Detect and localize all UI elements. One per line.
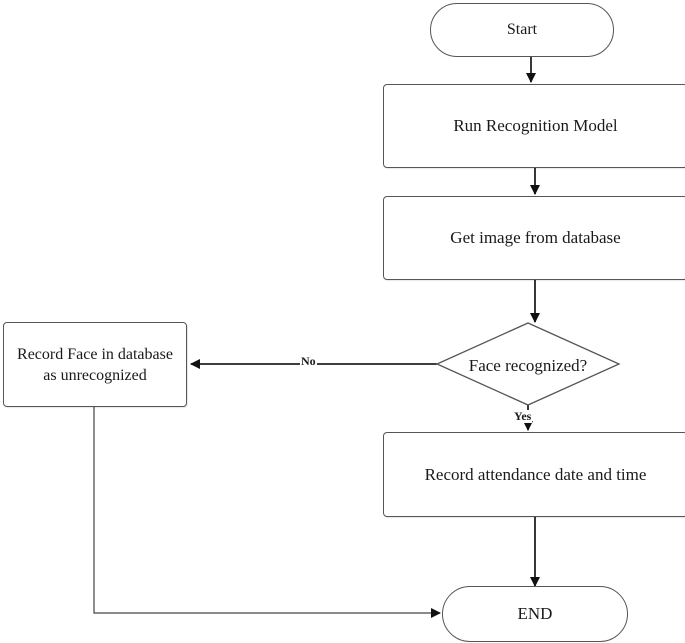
get-image-label: Get image from database [450, 228, 621, 247]
record-unrecognized-label: Record Face in database as unrecognized [17, 345, 173, 384]
edge-label-no: No [300, 354, 317, 368]
start-label: Start [506, 21, 538, 38]
run-model-node: Run Recognition Model [383, 84, 685, 168]
edge-label-yes: Yes [513, 409, 533, 423]
get-image-node: Get image from database [383, 196, 685, 280]
record-attendance-label: Record attendance date and time [424, 465, 647, 484]
start-node: Start [430, 3, 614, 57]
record-unrecognized-node: Record Face in database as unrecognized [3, 322, 187, 407]
decision-node: Face recognized? [436, 325, 620, 407]
edge-unrecognized-to-end [93, 407, 441, 618]
record-attendance-node: Record attendance date and time [383, 432, 685, 517]
decision-label: Face recognized? [468, 356, 588, 375]
end-label: END [517, 604, 553, 623]
decision-diamond [435, 322, 621, 406]
run-model-label: Run Recognition Model [453, 116, 618, 135]
end-node: END [442, 586, 628, 642]
